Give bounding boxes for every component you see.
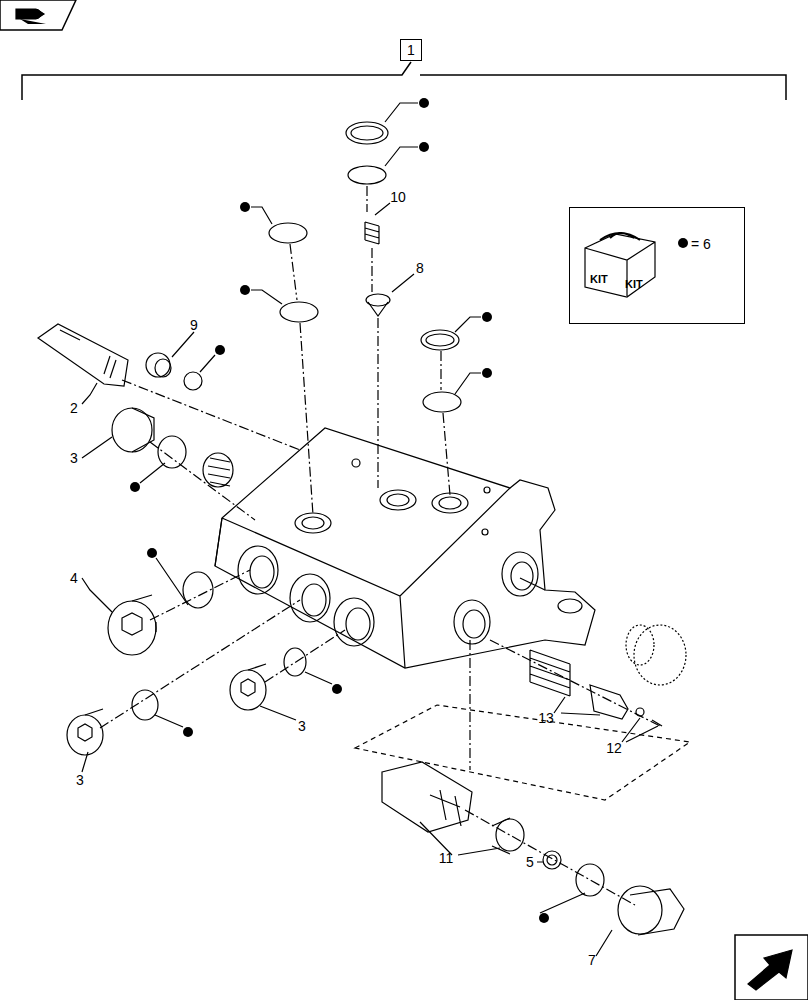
callout-number: 1 [401,40,421,60]
callout-number: 7 [588,952,596,968]
callout-number: 3 [70,450,78,466]
callout-number: 5 [526,854,534,870]
kit-text: KIT [590,271,608,287]
callout-number: 2 [70,400,78,416]
callout-number: 3 [76,772,84,788]
callout-number: 9 [190,317,198,333]
kit-text: KIT [625,276,643,292]
kit-legend-box: KIT KIT = 6 [569,207,745,324]
callout-number: 8 [416,260,424,276]
callout-number: 12 [606,740,622,756]
callout-box: 1 [400,39,422,61]
callout-number: 3 [298,718,306,734]
callout-number: 4 [70,570,78,586]
callout-number: 13 [538,710,554,726]
callout-number: 11 [439,850,454,866]
callout-number: 10 [390,189,406,205]
kit-count: = 6 [691,236,711,252]
